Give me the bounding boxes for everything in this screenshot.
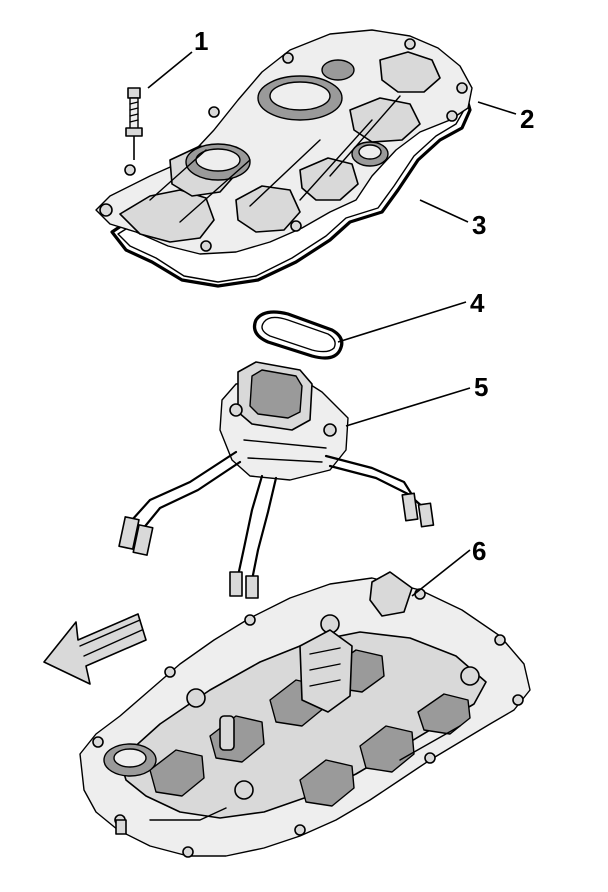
upper-intake-manifold	[95, 29, 473, 255]
lower-intake-manifold	[79, 571, 531, 858]
callout-2: 2	[520, 104, 534, 134]
manifold-stud	[125, 87, 143, 160]
callout-5: 5	[474, 372, 488, 402]
leader-lines	[147, 51, 517, 597]
callout-3: 3	[472, 210, 486, 240]
callout-6: 6	[472, 536, 486, 566]
throttle-seal	[252, 310, 344, 360]
callout-1: 1	[194, 26, 208, 56]
callout-4: 4	[470, 288, 485, 318]
fuel-injector-assembly	[118, 361, 435, 599]
front-direction-arrow-icon	[43, 613, 147, 685]
